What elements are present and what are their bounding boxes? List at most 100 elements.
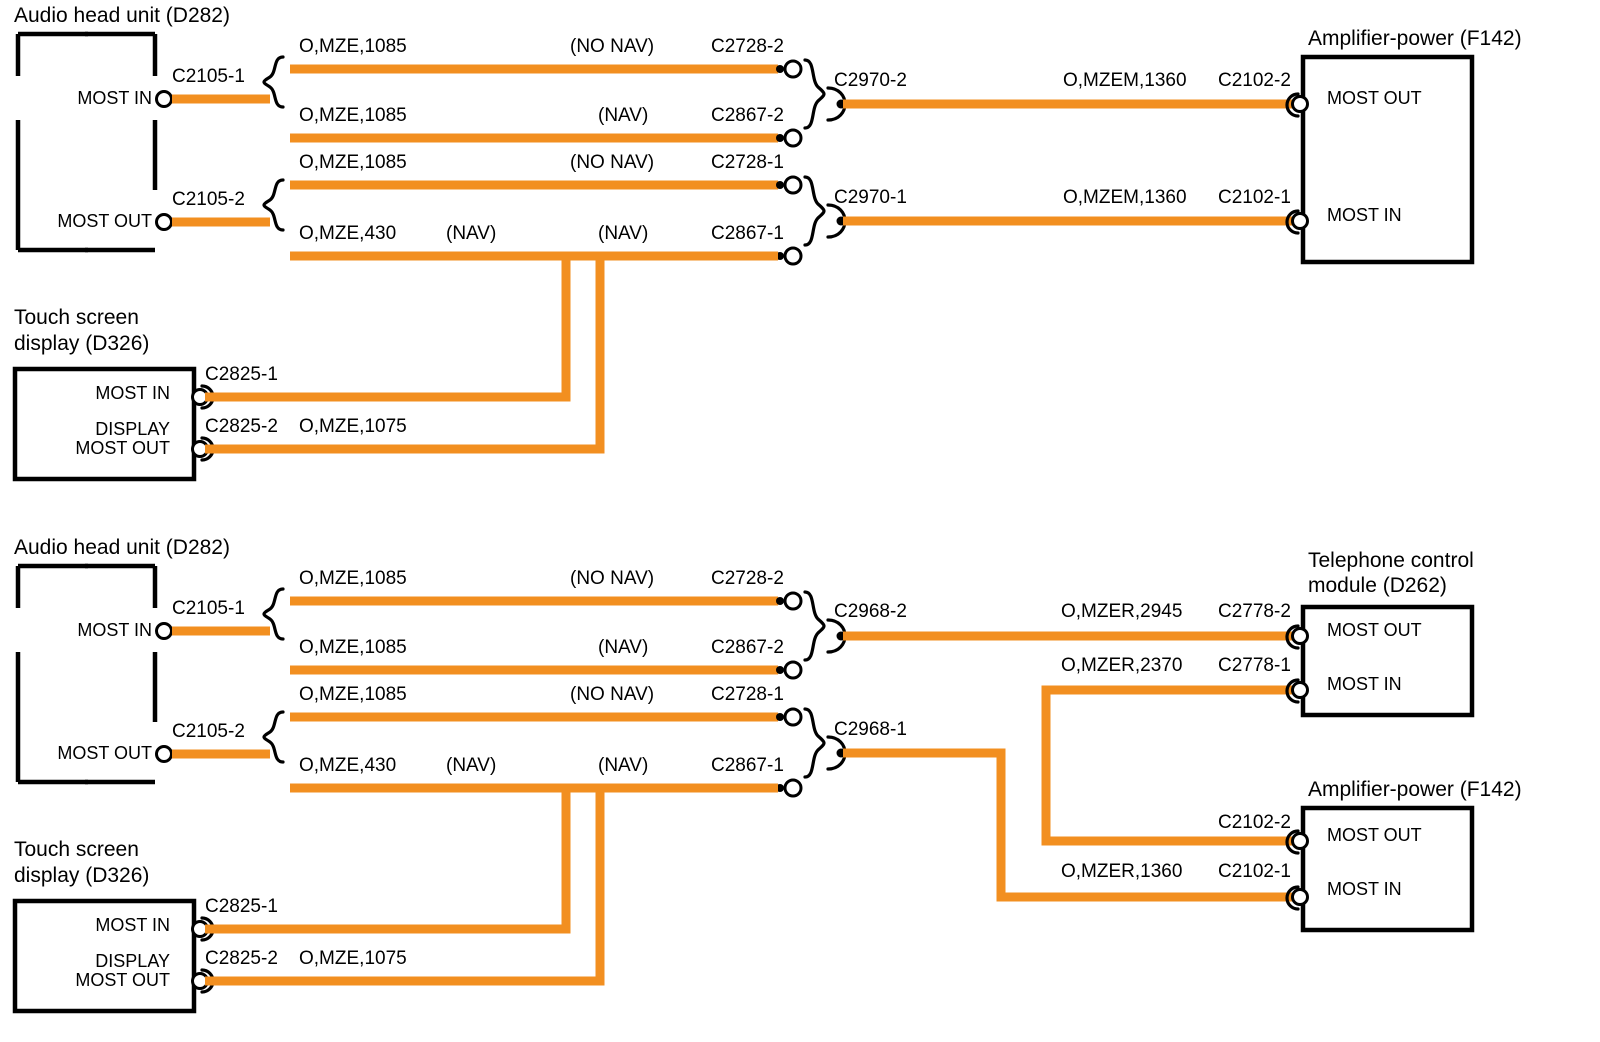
diagram-2-graphics xyxy=(12,563,1475,1014)
amplifier-power-box-2 xyxy=(1300,805,1475,933)
variant-label-r4-left-d2: (NAV) xyxy=(446,755,497,776)
splitter-brace-c2105-2-2 xyxy=(262,710,285,764)
audio-head-unit-pin-most-in-2: MOST IN xyxy=(77,620,152,640)
touch-screen-display-title-line1-1: Touch screen xyxy=(14,306,139,329)
trunk-c2970-2 xyxy=(836,99,1292,109)
touch-screen-pin-most-in-1: MOST IN xyxy=(95,383,170,403)
connector-label-c2102-2-d1: C2102-2 xyxy=(1218,70,1291,91)
connector-label-c2970-1: C2970-1 xyxy=(834,187,907,208)
connector-label-c2825-1-d2: C2825-1 xyxy=(205,896,278,917)
amplifier-power-title-2: Amplifier-power (F142) xyxy=(1308,778,1522,801)
variant-label-r3-d1: (NO NAV) xyxy=(570,152,655,173)
wire-label-tel-1: O,MZER,2370 xyxy=(1061,655,1183,676)
connector-label-c2105-2-d2: C2105-2 xyxy=(172,721,245,742)
amplifier-power-box-1 xyxy=(1300,54,1475,265)
diagram-1-graphics xyxy=(12,31,1475,482)
wire-label-amp-1-d2: O,MZER,1360 xyxy=(1061,861,1183,882)
connector-label-c2867-1-d1: C2867-1 xyxy=(711,223,784,244)
splitter-brace-c2105-2 xyxy=(262,178,285,232)
variant-label-r4-right-d1: (NAV) xyxy=(598,223,649,244)
audio-head-unit-pin-most-out-1: MOST OUT xyxy=(57,211,152,231)
trunk-c2970-1 xyxy=(836,216,1292,226)
audio-head-unit-title-2: Audio head unit (D282) xyxy=(14,536,230,559)
pin-c2778-1 xyxy=(1285,678,1309,704)
wire-label-tel-2: O,MZER,2945 xyxy=(1061,601,1183,622)
connector-label-c2778-2: C2778-2 xyxy=(1218,601,1291,622)
connector-label-c2825-2-d1: C2825-2 xyxy=(205,416,278,437)
wire-label-display-d1: O,MZE,1075 xyxy=(299,416,407,437)
touch-screen-pin-most-out-2: MOST OUT xyxy=(75,970,170,990)
connector-label-c2102-2-d2: C2102-2 xyxy=(1218,812,1291,833)
pin-c2778-2 xyxy=(1285,624,1309,650)
amplifier-power-pin-most-in-2: MOST IN xyxy=(1327,879,1402,899)
connector-label-c2867-1-d2: C2867-1 xyxy=(711,755,784,776)
audio-head-unit-outline-1 xyxy=(15,31,158,253)
wire-label-r1-d1: O,MZE,1085 xyxy=(299,36,407,57)
touch-screen-pin-display-2: DISPLAY xyxy=(95,951,170,971)
pin-c2728-1-2 xyxy=(776,707,803,727)
pin-c2728-2-2 xyxy=(776,591,803,611)
wire-label-r2-d1: O,MZE,1085 xyxy=(299,105,407,126)
pin-c2867-1 xyxy=(776,246,803,266)
pin-c2105-1 xyxy=(155,90,270,108)
amplifier-power-pin-most-out-2: MOST OUT xyxy=(1327,825,1422,845)
audio-head-unit-title-1: Audio head unit (D282) xyxy=(14,4,230,27)
pin-c2867-2 xyxy=(776,128,803,148)
telephone-pin-most-in: MOST IN xyxy=(1327,674,1402,694)
variant-label-r1-d1: (NO NAV) xyxy=(570,36,655,57)
touch-screen-display-box-1 xyxy=(12,366,197,482)
telephone-control-module-box xyxy=(1300,604,1475,718)
splitter-brace-c2105-1-2 xyxy=(262,587,285,641)
wire-c2825-2-route xyxy=(205,256,605,454)
pin-c2105-2 xyxy=(155,213,270,231)
wire-label-r4-d2: O,MZE,430 xyxy=(299,755,397,776)
trunk-c2968-1 xyxy=(836,748,1292,902)
audio-head-unit-outline-2 xyxy=(15,563,158,785)
pin-c2728-2 xyxy=(776,59,803,79)
connector-label-c2867-2-d1: C2867-2 xyxy=(711,105,784,126)
connector-label-c2728-1-d2: C2728-1 xyxy=(711,684,784,705)
variant-label-r2-d1: (NAV) xyxy=(598,105,649,126)
touch-screen-pin-display-1: DISPLAY xyxy=(95,419,170,439)
connector-label-c2105-1-d2: C2105-1 xyxy=(172,598,245,619)
connector-label-c2825-1-d1: C2825-1 xyxy=(205,364,278,385)
variant-label-r3-d2: (NO NAV) xyxy=(570,684,655,705)
wire-c2825-1-route-2 xyxy=(205,788,571,934)
touch-screen-pin-most-out-1: MOST OUT xyxy=(75,438,170,458)
pin-c2102-1-2 xyxy=(1285,885,1309,911)
wire-label-display-d2: O,MZE,1075 xyxy=(299,948,407,969)
wire-c2825-1-route xyxy=(205,256,571,402)
wire-c2825-2-route-2 xyxy=(205,788,605,986)
telephone-control-module-title-line1: Telephone control xyxy=(1308,549,1474,572)
wire-label-r1-d2: O,MZE,1085 xyxy=(299,568,407,589)
pin-c2105-2-2 xyxy=(155,745,270,763)
trunk-c2968-2 xyxy=(836,631,1292,641)
connector-label-c2728-2-d2: C2728-2 xyxy=(711,568,784,589)
amplifier-power-pin-most-out-1: MOST OUT xyxy=(1327,88,1422,108)
connector-label-c2102-1-d2: C2102-1 xyxy=(1218,861,1291,882)
wire-label-amp-1-d1: O,MZEM,1360 xyxy=(1063,187,1187,208)
variant-label-r4-right-d2: (NAV) xyxy=(598,755,649,776)
wire-label-amp-2-d1: O,MZEM,1360 xyxy=(1063,70,1187,91)
pin-c2102-2-1 xyxy=(1285,92,1309,118)
amplifier-power-title-1: Amplifier-power (F142) xyxy=(1308,27,1522,50)
splitter-brace-c2105-1 xyxy=(262,55,285,109)
wire-label-r4-d1: O,MZE,430 xyxy=(299,223,397,244)
wire-label-r3-d1: O,MZE,1085 xyxy=(299,152,407,173)
telephone-pin-most-out: MOST OUT xyxy=(1327,620,1422,640)
pin-c2102-1-1 xyxy=(1285,209,1309,235)
connector-label-c2968-2: C2968-2 xyxy=(834,601,907,622)
connector-label-c2728-2-d1: C2728-2 xyxy=(711,36,784,57)
wire-label-r3-d2: O,MZE,1085 xyxy=(299,684,407,705)
wire-label-r2-d2: O,MZE,1085 xyxy=(299,637,407,658)
connector-label-c2105-1-d1: C2105-1 xyxy=(172,66,245,87)
connector-label-c2867-2-d2: C2867-2 xyxy=(711,637,784,658)
pin-c2105-1-2 xyxy=(155,622,270,640)
variant-label-r2-d2: (NAV) xyxy=(598,637,649,658)
touch-screen-display-title-line2-1: display (D326) xyxy=(14,332,150,355)
touch-screen-display-box-2 xyxy=(12,898,197,1014)
connector-label-c2102-1-d1: C2102-1 xyxy=(1218,187,1291,208)
touch-screen-display-title-line1-2: Touch screen xyxy=(14,838,139,861)
connector-label-c2970-2: C2970-2 xyxy=(834,70,907,91)
